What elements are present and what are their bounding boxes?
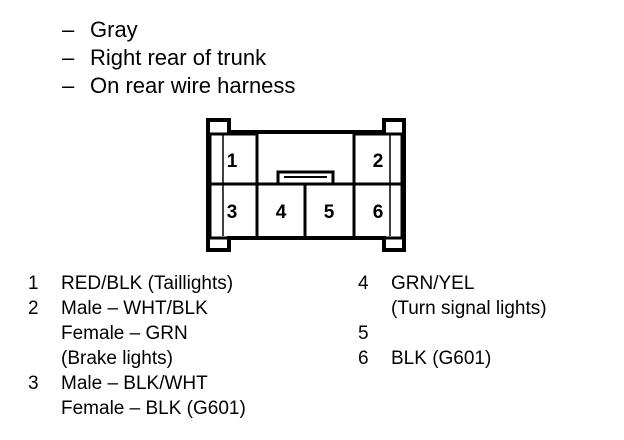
legend-pin-number: 5: [358, 323, 369, 344]
pin-label-3: 3: [227, 202, 238, 223]
connector-location-text: Right rear of trunk: [90, 45, 267, 70]
pin-legend-right: 4 GRN/YEL (Turn signal lights) 5 6 BLK (…: [358, 271, 547, 371]
legend-item-pin-1: 1 RED/BLK (Taillights): [28, 271, 246, 296]
legend-item-pin-6: 6 BLK (G601): [358, 346, 547, 371]
dash-glyph: –: [62, 73, 75, 98]
connector-harness-text: On rear wire harness: [90, 73, 296, 98]
legend-item-pin-3: 3 Male – BLK/WHT Female – BLK (G601): [28, 371, 246, 421]
connector-color-line: –Gray: [62, 16, 295, 44]
dash-glyph: –: [62, 17, 75, 42]
connector-housing: [206, 118, 406, 252]
pin-label-6: 6: [373, 202, 384, 223]
legend-pin-number: 2: [28, 298, 39, 319]
pin-label-4: 4: [276, 202, 287, 223]
legend-pin-number: 3: [28, 373, 39, 394]
legend-pin-description: (Brake lights): [61, 348, 173, 369]
legend-pin-description: [391, 321, 547, 346]
legend-pin-description: GRN/YEL: [391, 273, 475, 294]
connector-location-line: –Right rear of trunk: [62, 44, 295, 72]
legend-pin-number: 6: [358, 348, 369, 369]
legend-pin-description: BLK (G601): [391, 348, 492, 369]
connector-harness-line: –On rear wire harness: [62, 72, 295, 100]
pin-label-2: 2: [373, 151, 384, 172]
legend-pin-description: (Turn signal lights): [391, 298, 547, 319]
legend-pin-description: Male – WHT/BLK: [61, 298, 208, 319]
pin-legend-left: 1 RED/BLK (Taillights) 2 Male – WHT/BLK …: [28, 271, 246, 421]
legend-item-pin-5: 5: [358, 321, 547, 346]
legend-pin-description: Female – GRN: [61, 323, 188, 344]
connector-latch: [276, 170, 335, 183]
legend-pin-number: 4: [358, 273, 369, 294]
connector-info-list: –Gray –Right rear of trunk –On rear wire…: [62, 16, 295, 100]
legend-pin-description: Female – BLK (G601): [61, 398, 246, 419]
legend-pin-number: 1: [28, 273, 39, 294]
legend-pin-description: RED/BLK (Taillights): [61, 273, 234, 294]
pin-label-1: 1: [227, 151, 238, 172]
legend-item-pin-2: 2 Male – WHT/BLK Female – GRN (Brake lig…: [28, 296, 246, 371]
pin-label-5: 5: [324, 202, 335, 223]
connector-color-text: Gray: [90, 17, 138, 42]
pin-cavity-6: [352, 182, 404, 240]
legend-pin-description: Male – BLK/WHT: [61, 373, 208, 394]
legend-item-pin-4: 4 GRN/YEL (Turn signal lights): [358, 271, 547, 321]
dash-glyph: –: [62, 45, 75, 70]
